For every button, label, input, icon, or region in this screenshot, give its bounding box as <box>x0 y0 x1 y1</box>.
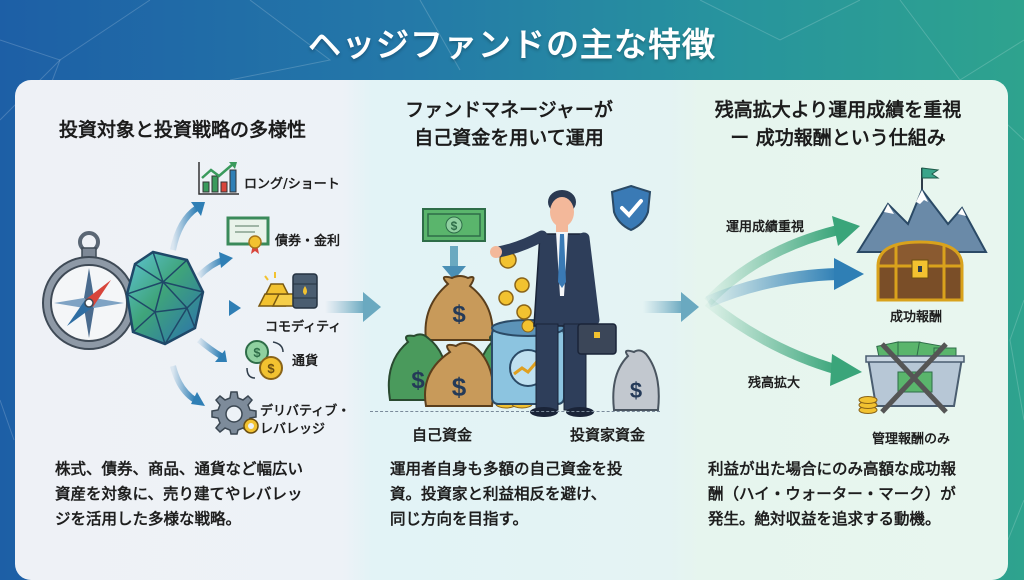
column-heading-line1: 残高拡大より運用成績を重視 <box>714 99 962 121</box>
description-line: 同じ方向を目指す。 <box>390 510 528 528</box>
column-diversity: 投資対象と投資戦略の多様性 <box>15 80 350 580</box>
strategy-label-currency: 通貨 <box>292 354 319 369</box>
arrow-down-icon <box>442 246 466 280</box>
column-description: 株式、債券、商品、通貨など幅広い 資産を対象に、売り建てやレバレッ ジを活用した… <box>55 457 303 532</box>
page-title: ヘッジファンドの主な特徴 <box>308 25 716 64</box>
mountain-flag-icon <box>856 167 988 253</box>
description-line: 株式、債券、商品、通貨など幅広い <box>55 460 304 478</box>
branch-arrows <box>704 216 864 386</box>
column-heading-line2: 自己資金を用いて運用 <box>414 127 604 149</box>
label-investor-funds: 投資家資金 <box>570 426 646 444</box>
banknote-icon: $ <box>422 208 486 242</box>
label-asset-growth: 残高拡大 <box>748 376 801 391</box>
content-panel: 投資対象と投資戦略の多様性 <box>15 80 1008 580</box>
certificate-icon <box>226 216 270 254</box>
svg-text:$: $ <box>452 372 467 402</box>
column-performance-fee: 残高拡大より運用成績を重視 ー 成功報酬という仕組み 運用成績重視 残高拡大 <box>668 80 1008 580</box>
currency-exchange-icon: $ $ <box>245 340 284 380</box>
treasure-chest-icon <box>876 240 964 302</box>
description-line: 利益が出た場合にのみ高額な成功報 <box>708 460 957 478</box>
description-line: ジを活用した多様な戦略。 <box>55 510 242 528</box>
shield-check-icon <box>610 184 652 232</box>
label-success-fee: 成功報酬 <box>890 310 943 325</box>
gold-oil-icon <box>257 272 318 309</box>
svg-text:$: $ <box>411 367 425 394</box>
fan-arrows <box>170 202 241 406</box>
ground-line <box>370 411 660 412</box>
compass-icon <box>42 231 136 350</box>
strategy-label-derivatives-line1: デリバティブ・ <box>260 404 351 419</box>
strategy-label-commodity: コモディティ <box>265 320 342 335</box>
strategy-label-bonds: 債券・金利 <box>275 234 341 249</box>
svg-text:$: $ <box>452 301 466 328</box>
description-line: 酬（ハイ・ウォーター・マーク）が <box>708 485 956 503</box>
label-own-funds: 自己資金 <box>412 426 473 444</box>
investor-money-bag-icon: $ <box>612 349 660 411</box>
svg-text:$: $ <box>253 345 261 360</box>
description-line: 発生。絶対収益を追求する動機。 <box>708 510 941 528</box>
bar-chart-icon <box>198 162 239 195</box>
label-performance-focus: 運用成績重視 <box>726 220 805 235</box>
description-line: 運用者自身も多額の自己資金を投 <box>390 460 623 478</box>
coins-icon <box>498 251 532 320</box>
fund-manager-figure <box>490 190 617 417</box>
arrow-right-icon <box>643 292 699 322</box>
label-management-fee-only: 管理報酬のみ <box>872 432 951 447</box>
column-heading-line1: ファンドマネージャーが <box>405 99 613 121</box>
strategy-label-derivatives-line2: レバレッジ <box>260 422 326 437</box>
crossed-cash-bin-icon <box>858 341 965 414</box>
column-description: 利益が出た場合にのみ高額な成功報 酬（ハイ・ウォーター・マーク）が 発生。絶対収… <box>708 457 956 532</box>
column-heading-line2: ー 成功報酬という仕組み <box>730 127 946 149</box>
description-line: 資。投資家と利益相反を避け、 <box>390 485 607 503</box>
column-own-capital: ファンドマネージャーが 自己資金を用いて運用 $ $ $ $ <box>350 80 668 580</box>
column-heading: 投資対象と投資戦略の多様性 <box>58 119 306 141</box>
polyhedron-icon <box>125 250 205 346</box>
strategy-label-long-short: ロング/ショート <box>244 177 340 192</box>
svg-text:$: $ <box>630 378 642 403</box>
gears-icon <box>211 391 259 435</box>
column-description: 運用者自身も多額の自己資金を投 資。投資家と利益相反を避け、 同じ方向を目指す。 <box>390 457 623 532</box>
arrow-right-icon <box>325 292 381 322</box>
description-line: 資産を対象に、売り建てやレバレッ <box>55 485 303 503</box>
svg-text:$: $ <box>451 219 458 233</box>
svg-text:$: $ <box>267 361 275 376</box>
